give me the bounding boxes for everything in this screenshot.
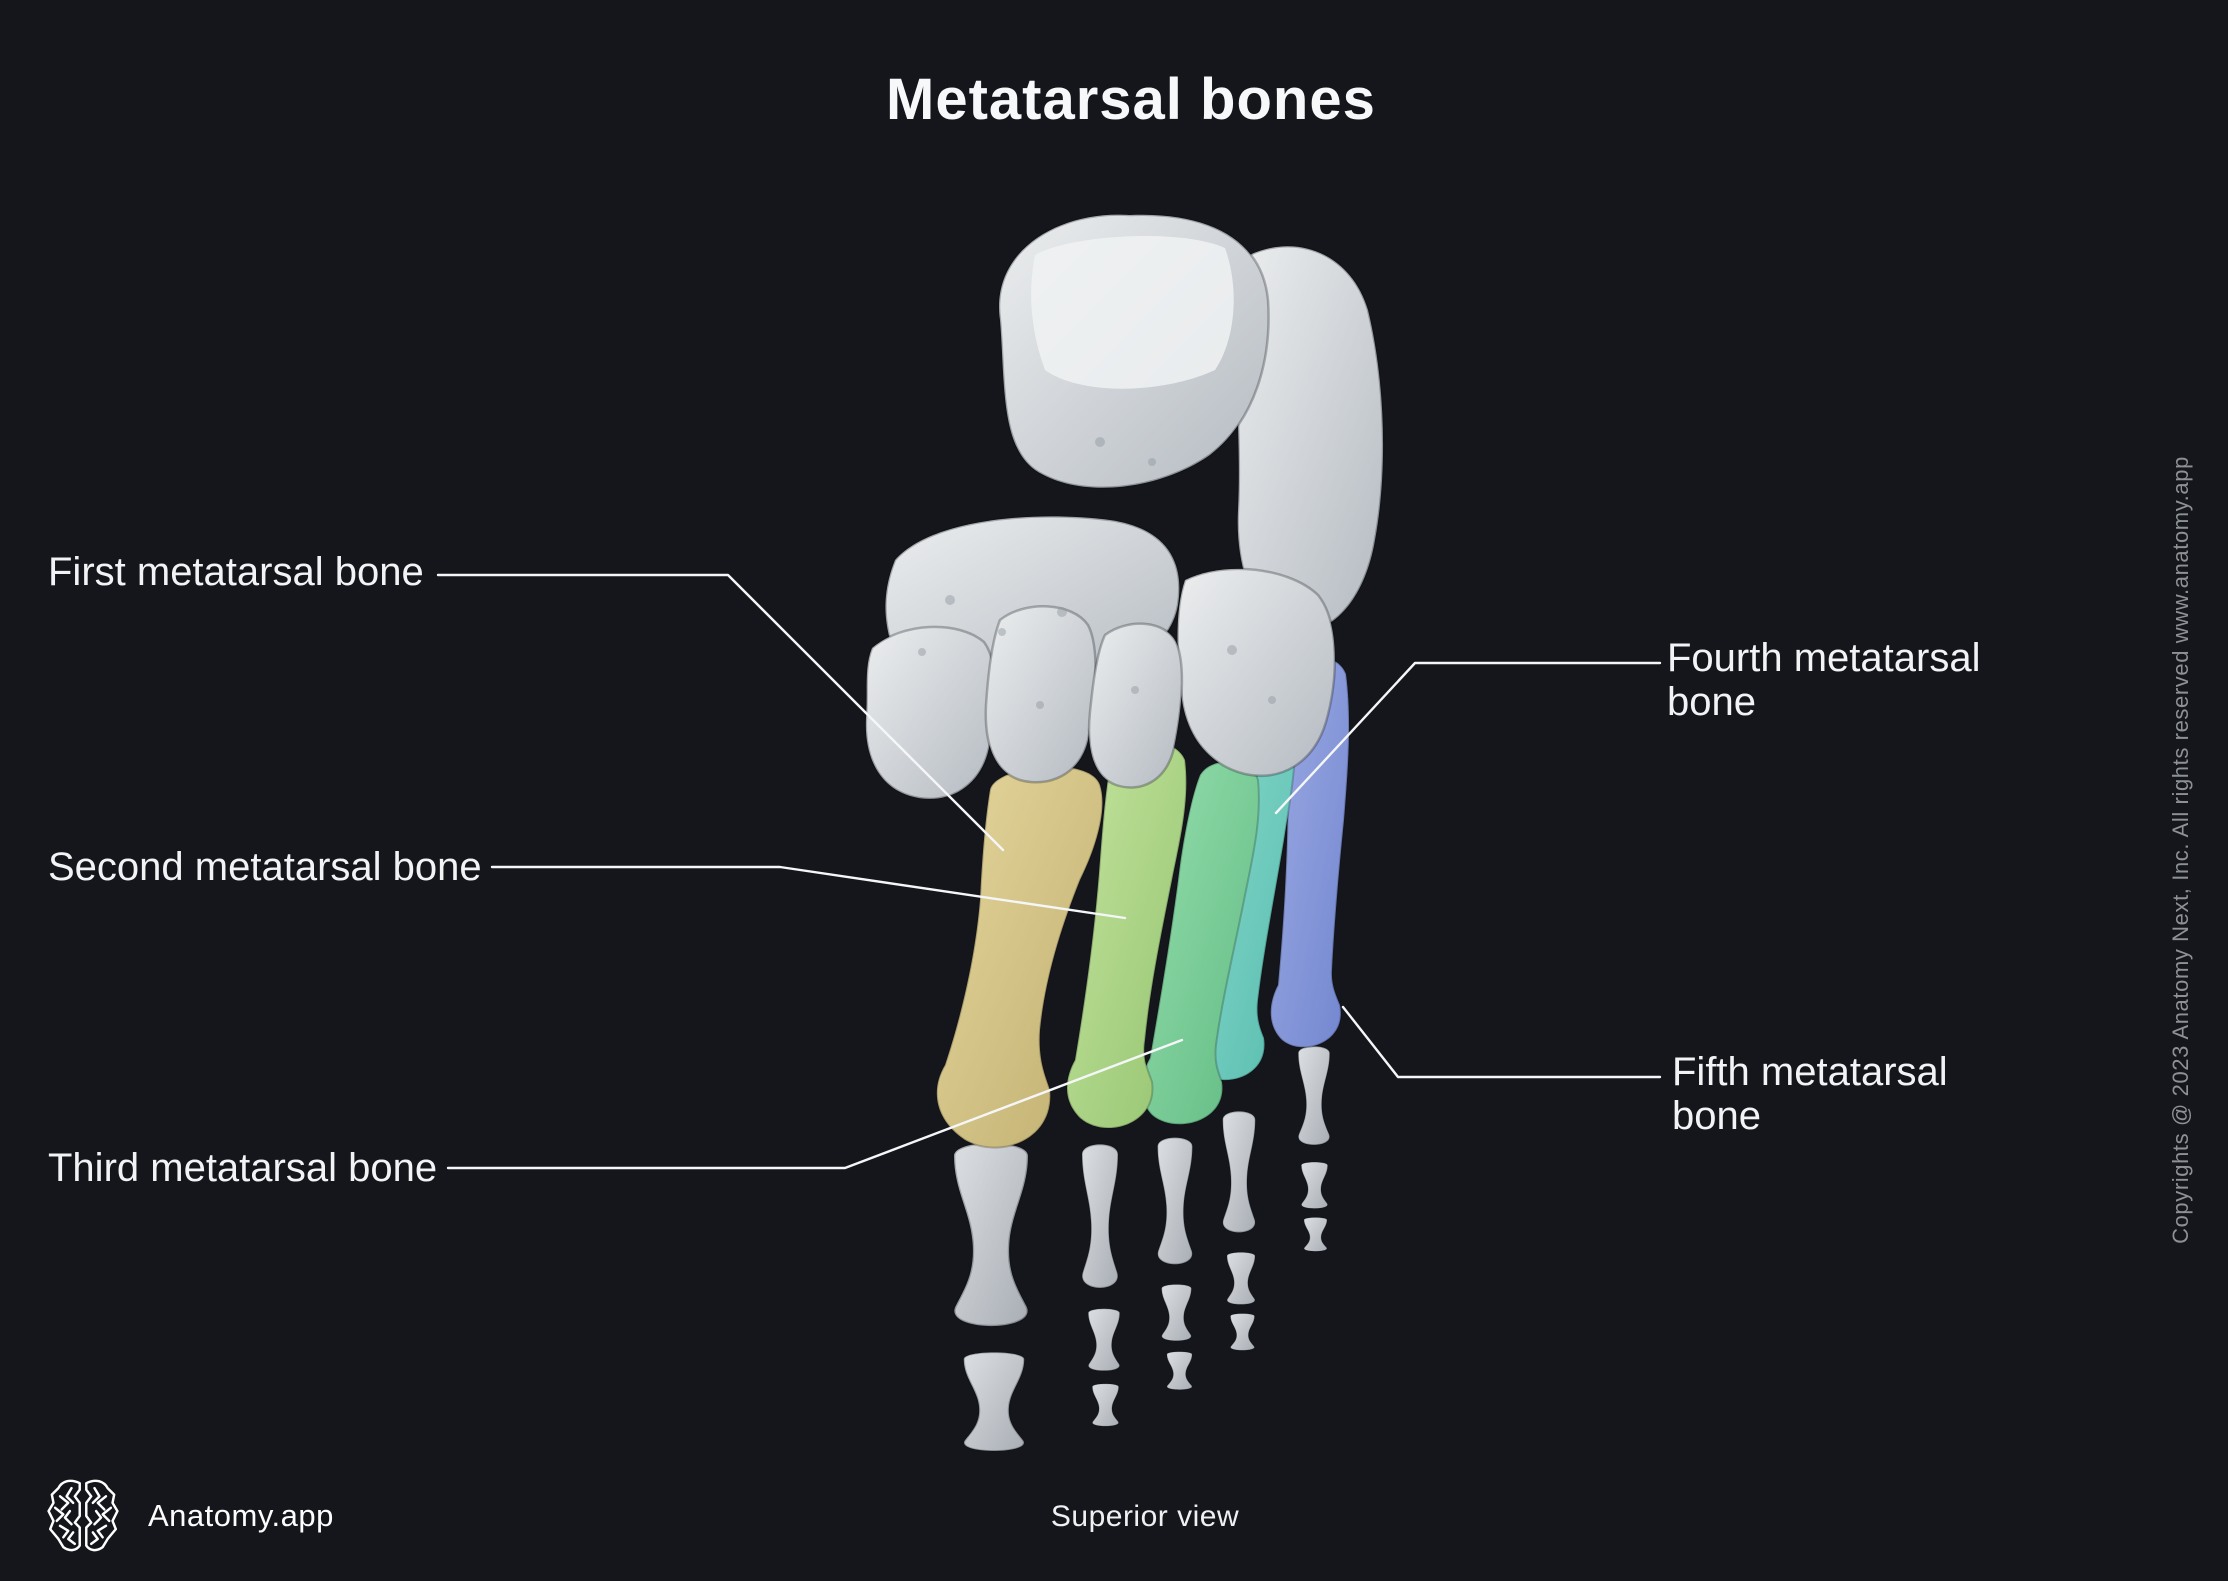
second-toe-distal-phalanx [1091,1383,1120,1427]
label-first-metatarsal: First metatarsal bone [48,550,424,594]
hallux-distal-phalanx [962,1351,1026,1452]
label-third-metatarsal: Third metatarsal bone [48,1146,438,1190]
label-fifth-metatarsal: Fifth metatarsal bone [1672,1050,1948,1138]
label-second-metatarsal: Second metatarsal bone [48,845,482,889]
fifth-toe-middle-phalanx [1300,1161,1329,1209]
second-toe-proximal-phalanx [1081,1143,1119,1289]
brand-name: Anatomy.app [148,1498,334,1533]
third-toe-proximal-phalanx [1156,1136,1194,1266]
third-metatarsal-bone-shape [1140,760,1260,1126]
leader-line-fifth-metatarsal [1341,1005,1662,1079]
third-toe-distal-phalanx [1166,1351,1193,1391]
leader-lines-group [436,573,1662,1170]
calcaneus-shape [1234,245,1385,633]
bone-texture-pores [918,437,1276,709]
metatarsals-group [935,655,1351,1149]
fourth-toe-proximal-phalanx [1221,1110,1257,1234]
leader-line-third-metatarsal [446,1038,1184,1170]
leader-line-fourth-metatarsal [1274,661,1662,815]
first-metatarsal-bone-shape [935,765,1104,1149]
tarsals-group [864,213,1385,801]
fourth-toe-distal-phalanx [1230,1313,1255,1351]
cuboid-shape [1176,567,1337,777]
fifth-toe-proximal-phalanx [1297,1045,1331,1146]
lateral-cuneiform-shape [1087,622,1184,789]
fourth-toe-middle-phalanx [1226,1251,1256,1305]
second-toe-middle-phalanx [1087,1308,1121,1372]
page-title: Metatarsal bones [886,67,1376,132]
leader-line-first-metatarsal [436,573,1005,852]
view-caption: Superior view [1050,1500,1240,1533]
fifth-toe-distal-phalanx [1303,1217,1328,1252]
intermediate-cuneiform-shape [984,605,1097,784]
hallux-proximal-phalanx [952,1141,1030,1328]
copyright-text: Copyrights @ 2023 Anatomy Next, Inc. All… [2168,456,2193,1244]
brain-logo-icon [47,1479,119,1552]
third-toe-middle-phalanx [1161,1283,1192,1342]
leader-line-second-metatarsal [490,865,1127,920]
medial-cuneiform-shape [864,625,997,801]
talus-trochlea-highlight [1031,236,1234,389]
brand-footer: Anatomy.app [42,1474,334,1558]
label-fourth-metatarsal: Fourth metatarsal bone [1667,636,1981,724]
